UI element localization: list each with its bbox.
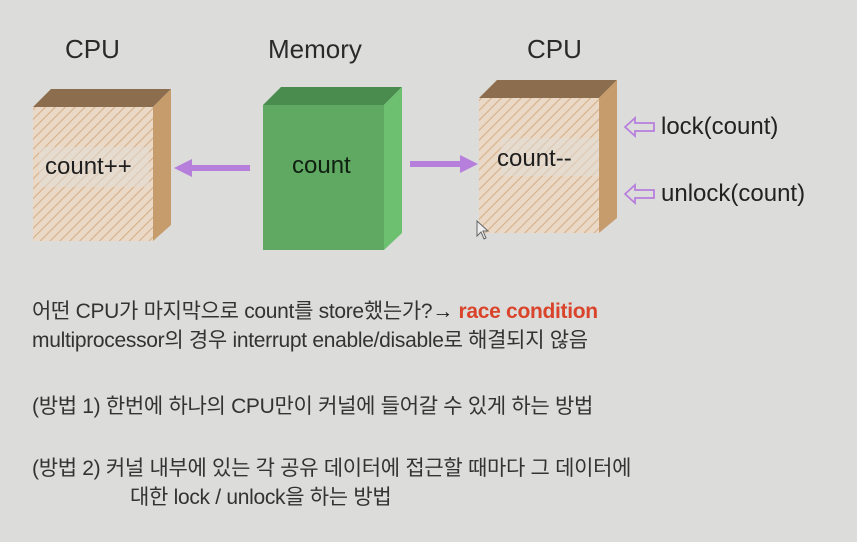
left-cpu-label: count++	[45, 153, 132, 180]
race-condition-line: 어떤 CPU가 마지막으로 count를 store했는가?→ race con…	[32, 295, 598, 325]
race-condition-highlight: race condition	[458, 300, 599, 323]
lock-count-label: lock(count)	[661, 113, 779, 140]
right-cpu-box: count--	[479, 80, 619, 235]
right-arrow-icon	[410, 155, 478, 173]
memory-label: count	[292, 152, 351, 179]
right-arrow-glyph: →	[432, 300, 453, 323]
right-cpu-label: count--	[497, 145, 572, 172]
left-arrow-icon	[174, 159, 250, 177]
unlock-count-label: unlock(count)	[661, 180, 806, 207]
method-1-text: (방법 1) 한번에 하나의 CPU만이 커널에 들어갈 수 있게 하는 방법	[32, 395, 594, 418]
memory-box: count	[263, 87, 405, 252]
memory-title: Memory	[268, 34, 362, 64]
lock-hollow-arrow-icon	[624, 116, 655, 138]
left-cpu-box: count++	[33, 89, 173, 244]
method-2-text-line1: (방법 2) 커널 내부에 있는 각 공유 데이터에 접근할 때마다 그 데이터…	[32, 457, 632, 480]
method-2-text-line2: 대한 lock / unlock을 하는 방법	[130, 486, 392, 509]
mouse-cursor-icon	[476, 220, 490, 240]
race-question-text: 어떤 CPU가 마지막으로 count를 store했는가?	[32, 300, 433, 323]
unlock-hollow-arrow-icon	[624, 183, 655, 205]
multiprocessor-line: multiprocessor의 경우 interrupt enable/disa…	[32, 329, 588, 352]
right-cpu-title: CPU	[527, 34, 582, 64]
left-cpu-title: CPU	[65, 34, 120, 64]
